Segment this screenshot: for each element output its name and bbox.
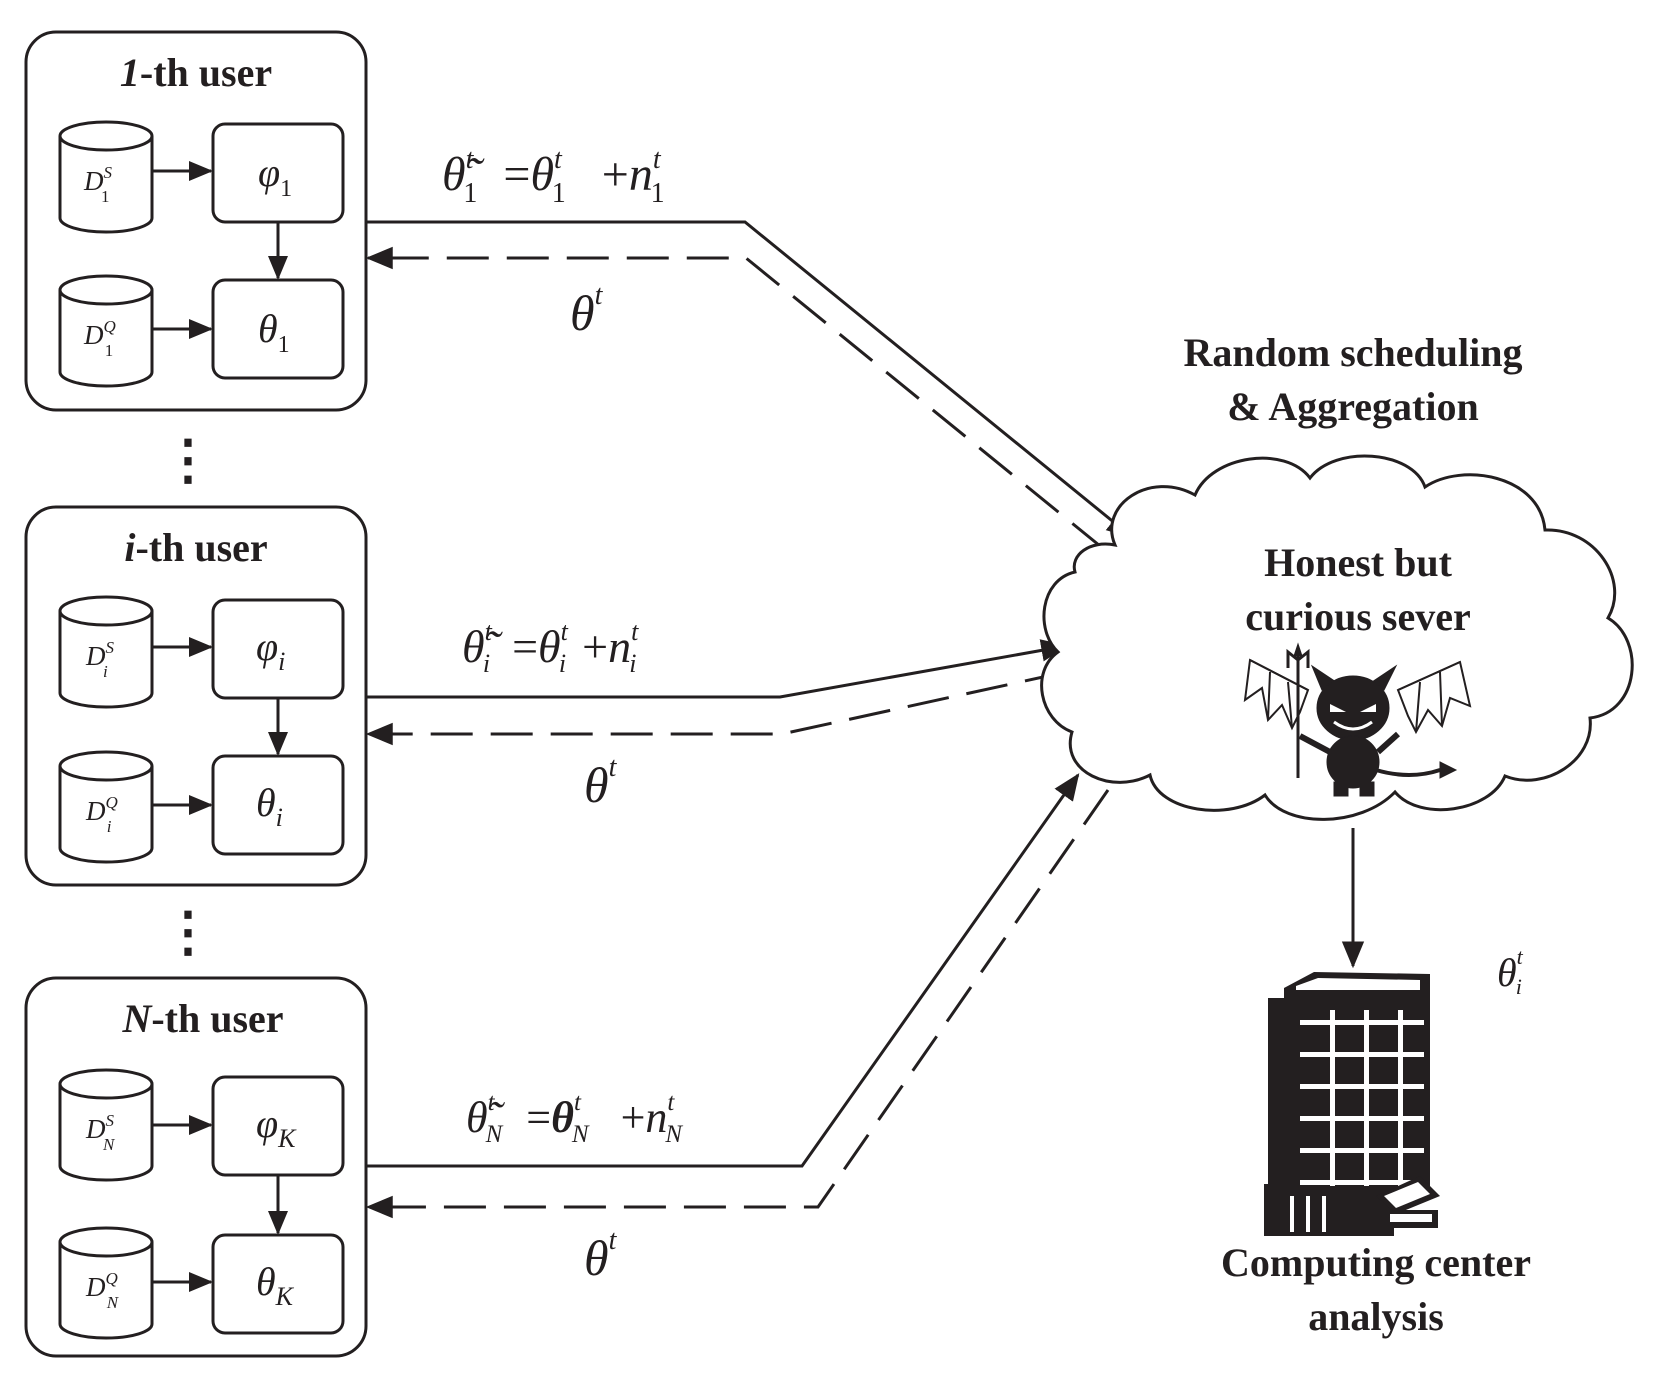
user-title-1: 1-th user — [120, 50, 272, 95]
vertical-ellipsis: ⋮ — [161, 902, 215, 962]
outer-model-label: θi — [256, 780, 283, 832]
download-label-N: θt — [584, 1225, 618, 1286]
inner-model-label: φK — [256, 1101, 297, 1153]
upload-arrow-N — [366, 773, 1080, 1168]
outer-model-box — [211, 1233, 345, 1335]
server-caption: Random scheduling — [1184, 330, 1523, 375]
server-label: curious sever — [1245, 594, 1471, 639]
user-title-N: N-th user — [121, 996, 283, 1041]
center-label: Computing center — [1221, 1240, 1531, 1285]
outer-model-box — [211, 278, 345, 380]
user-title-text: -th user — [151, 996, 283, 1041]
outer-model-label: θ1 — [258, 306, 290, 358]
download-arrow-i — [365, 670, 1067, 746]
inner-model-label: φi — [256, 624, 285, 676]
center-label: analysis — [1308, 1294, 1444, 1339]
upload-arrow-i — [366, 639, 1069, 699]
user-title-text: -th user — [135, 525, 267, 570]
outer-model-label: θK — [256, 1259, 295, 1311]
user-index: i — [124, 525, 135, 570]
download-arrow-N — [365, 789, 1110, 1219]
upload-arrow-1 — [366, 220, 1134, 539]
server-label: Honest but — [1264, 540, 1452, 585]
user-index: N — [121, 996, 153, 1041]
building-icon — [1264, 972, 1440, 1236]
download-label-i: θt — [584, 752, 618, 813]
svg-text:θ̃t1=θt1+nt1: θ̃t1=θt1+nt1 — [442, 144, 665, 209]
server-caption: & Aggregation — [1227, 384, 1478, 429]
svg-text:θ̃ti=θti+nti: θ̃ti=θti+nti — [462, 617, 639, 678]
download-arrow-1 — [365, 246, 1106, 552]
outer-model-box — [211, 754, 345, 856]
user-title-text: -th user — [140, 50, 272, 95]
svg-text:θ̃tN=θtN+ntN: θ̃tN=θtN+ntN — [466, 1089, 683, 1148]
cloud-icon — [1040, 454, 1634, 821]
user-title-i: i-th user — [124, 525, 267, 570]
download-label-1: θt — [570, 280, 604, 341]
inner-model-label: φ1 — [258, 150, 292, 202]
user-index: 1 — [120, 50, 140, 95]
vertical-ellipsis: ⋮ — [161, 430, 215, 490]
devil-icon — [1243, 642, 1472, 797]
